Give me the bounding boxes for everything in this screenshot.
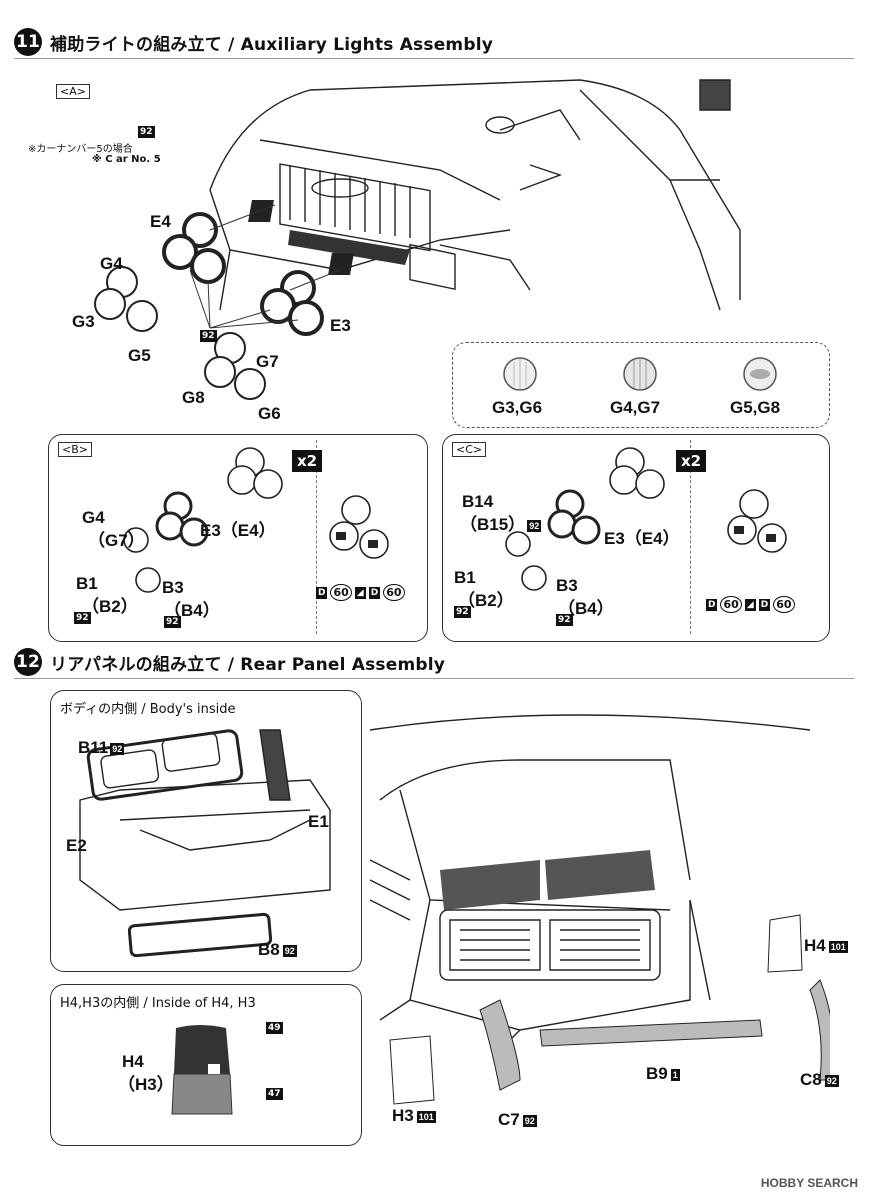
watermark: HOBBY SEARCH bbox=[760, 1176, 858, 1190]
box-b-parts bbox=[123, 447, 389, 593]
box-b-paint-b: 92 bbox=[164, 616, 181, 628]
part-label-g7: G7 bbox=[256, 352, 279, 371]
note-jp: ※カーナンバー5の場合 bbox=[28, 144, 133, 155]
part-label-e1: E1 bbox=[308, 812, 329, 831]
box-c-x2: x2 bbox=[676, 450, 707, 472]
step-12-header: 12 リアパネルの組み立て / Rear Panel Assembly bbox=[14, 648, 445, 676]
part-label-g4: G4 bbox=[100, 254, 123, 273]
box-c-paint-b: 92 bbox=[556, 614, 573, 626]
paint-tag-49: 49 bbox=[266, 1022, 283, 1034]
box-c-b4: （B4） bbox=[558, 599, 614, 618]
legend-label-g5g8: G5,G8 bbox=[730, 398, 781, 417]
box-b bbox=[48, 434, 428, 642]
part-label-e2: E2 bbox=[66, 836, 87, 855]
lens-legend-icons bbox=[503, 357, 777, 391]
note-en: ※ C ar No. 5 bbox=[92, 154, 161, 165]
body-inside-label: ボディの内側 / Body's inside bbox=[60, 702, 236, 717]
box-c-separator bbox=[690, 440, 691, 634]
paint-tag-92: 92 bbox=[200, 330, 217, 342]
box-c-b14: B14 bbox=[462, 492, 494, 511]
box-c-e3: E3（E4） bbox=[604, 529, 680, 548]
box-c-label: <C> bbox=[452, 442, 487, 457]
step-11-header: 11 補助ライトの組み立て / Auxiliary Lights Assembl… bbox=[14, 28, 493, 56]
step-number: 11 bbox=[14, 28, 42, 56]
section-a-label: <A> bbox=[56, 84, 90, 99]
note-tag: 92 bbox=[138, 126, 155, 138]
body-inside-illustration bbox=[79, 729, 331, 958]
part-label-g8: G8 bbox=[182, 388, 205, 407]
inside-h4h3-label: H4,H3の内側 / Inside of H4, H3 bbox=[60, 996, 256, 1011]
box-b-e3: E3（E4） bbox=[200, 521, 276, 540]
part-label-g6: G6 bbox=[258, 404, 281, 423]
step-number: 12 bbox=[14, 648, 42, 676]
box-b-x2: x2 bbox=[292, 450, 323, 472]
car-front-illustration bbox=[209, 79, 741, 311]
box-b-b3: B3 bbox=[162, 578, 184, 597]
box-b-g4: G4 bbox=[82, 508, 105, 527]
step-title: 補助ライトの組み立て / Auxiliary Lights Assembly bbox=[50, 34, 494, 55]
box-b-separator bbox=[316, 440, 317, 634]
box-c-b2: （B2） bbox=[458, 591, 514, 610]
part-label-h4-inside: H4 bbox=[122, 1052, 144, 1071]
part-label-h3-inside: （H3） bbox=[118, 1075, 174, 1094]
box-c-b3: B3 bbox=[556, 576, 578, 595]
box-c-b1: B1 bbox=[454, 568, 476, 587]
body-inside-box bbox=[50, 690, 362, 972]
part-label-g3: G3 bbox=[72, 312, 95, 331]
box-b-b4: （B4） bbox=[164, 601, 220, 620]
box-b-b1: B1 bbox=[76, 574, 98, 593]
inside-h4h3-box bbox=[50, 984, 362, 1146]
part-label-e3: E3 bbox=[330, 316, 351, 335]
step-title: リアパネルの組み立て / Rear Panel Assembly bbox=[50, 654, 446, 675]
divider bbox=[14, 678, 854, 679]
part-label-e4: E4 bbox=[150, 212, 171, 231]
part-label-g5: G5 bbox=[128, 346, 151, 365]
box-c-paint-a: 92 bbox=[454, 606, 471, 618]
box-b-g7: （G7） bbox=[88, 531, 145, 550]
h4-inside-illustration bbox=[171, 1025, 233, 1115]
aux-lights-parts bbox=[94, 204, 341, 400]
box-b-label: <B> bbox=[58, 442, 92, 457]
rear-car-illustration bbox=[370, 714, 830, 1105]
box-c bbox=[442, 434, 830, 642]
legend-label-g4g7: G4,G7 bbox=[610, 398, 661, 417]
legend-label-g3g6: G3,G6 bbox=[492, 398, 543, 417]
divider bbox=[14, 58, 854, 59]
box-c-b15: （B15）92 bbox=[460, 515, 542, 534]
box-b-b2: （B2） bbox=[82, 597, 138, 616]
lens-legend-box bbox=[452, 342, 830, 428]
box-b-paint-a: 92 bbox=[74, 612, 91, 624]
box-c-parts bbox=[505, 447, 787, 591]
paint-tag-47: 47 bbox=[266, 1088, 283, 1100]
